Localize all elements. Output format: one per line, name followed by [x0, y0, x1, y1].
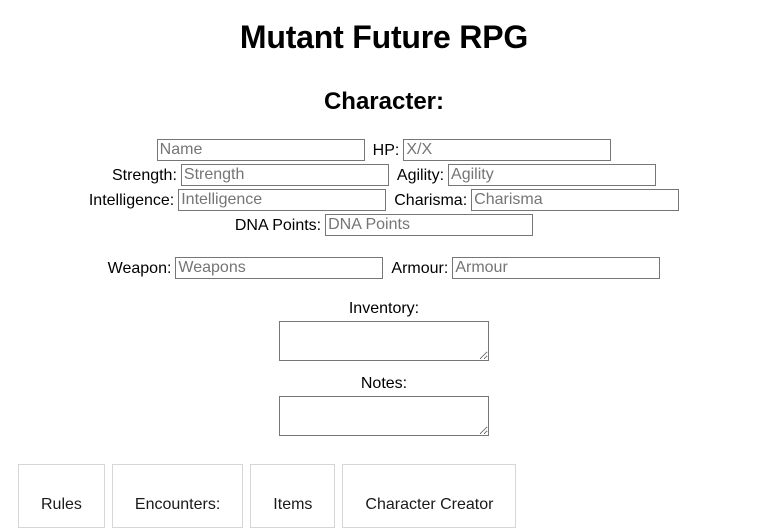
armour-label: Armour:	[391, 259, 449, 277]
dna-points-input[interactable]	[325, 214, 534, 236]
character-stats-form: HP: Strength: Agility: Intelligence: Cha…	[0, 139, 768, 236]
form-row-weapon-armour: Weapon: Armour:	[0, 257, 768, 279]
character-section-heading: Character:	[323, 88, 445, 115]
agility-label: Agility:	[396, 166, 445, 184]
armour-input[interactable]	[452, 257, 661, 279]
intelligence-label: Intelligence:	[88, 191, 175, 209]
items-button[interactable]: Items	[250, 464, 336, 528]
form-row-strength-agility: Strength: Agility:	[0, 164, 768, 186]
navigation-button-row: Rules Encounters: Items Character Creato…	[0, 464, 768, 528]
hp-input[interactable]	[403, 139, 612, 161]
intelligence-input[interactable]	[178, 189, 387, 211]
character-creator-button[interactable]: Character Creator	[342, 464, 517, 528]
strength-label: Strength:	[111, 166, 177, 184]
strength-input[interactable]	[180, 164, 389, 186]
encounters-button[interactable]: Encounters:	[111, 464, 244, 528]
inventory-label: Inventory:	[348, 300, 420, 317]
form-row-dna-points: DNA Points:	[0, 214, 768, 236]
rules-button[interactable]: Rules	[18, 464, 105, 528]
dna-points-label: DNA Points:	[234, 216, 322, 234]
form-row-name-hp: HP:	[0, 139, 768, 161]
form-row-intelligence-charisma: Intelligence: Charisma:	[0, 189, 768, 211]
character-sheet-page: Mutant Future RPG Character: HP: Strengt…	[0, 21, 768, 528]
notes-textarea[interactable]	[279, 396, 489, 436]
weapon-input[interactable]	[175, 257, 384, 279]
agility-input[interactable]	[448, 164, 657, 186]
inventory-section: Inventory:	[0, 299, 768, 361]
name-input[interactable]	[156, 139, 365, 161]
hp-label: HP:	[372, 141, 400, 159]
notes-section: Notes:	[0, 374, 768, 436]
notes-label: Notes:	[360, 375, 408, 392]
gear-form: Weapon: Armour:	[0, 257, 768, 279]
page-title: Mutant Future RPG	[239, 19, 529, 55]
charisma-label: Charisma:	[394, 191, 468, 209]
weapon-label: Weapon:	[107, 259, 172, 277]
charisma-input[interactable]	[471, 189, 680, 211]
inventory-textarea[interactable]	[279, 321, 489, 361]
